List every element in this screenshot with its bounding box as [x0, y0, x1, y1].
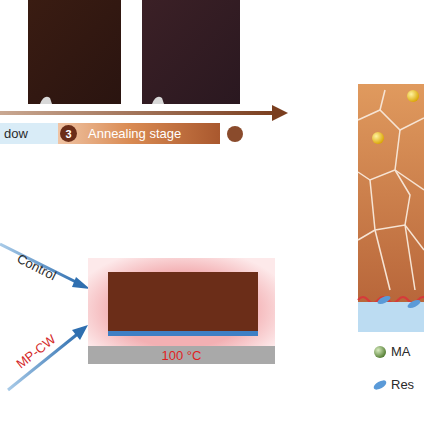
legend-text: Res	[391, 377, 414, 392]
legend-ball	[374, 346, 386, 358]
node-text: 100 °C	[162, 348, 202, 363]
stage-band: Annealing stage 3	[58, 123, 220, 144]
node-text: Annealing stage	[88, 126, 181, 141]
legend-ellipse	[372, 378, 388, 391]
step-circle: 3	[60, 125, 77, 142]
node-text: 3	[65, 128, 71, 140]
condition-label: Control	[15, 251, 59, 283]
node-text: dow	[4, 126, 28, 141]
legend-text: MA	[391, 344, 411, 359]
stage-band: dow	[0, 123, 60, 144]
condition-label: MP-CW	[13, 332, 58, 372]
hot-plate: 100 °C	[88, 346, 275, 364]
